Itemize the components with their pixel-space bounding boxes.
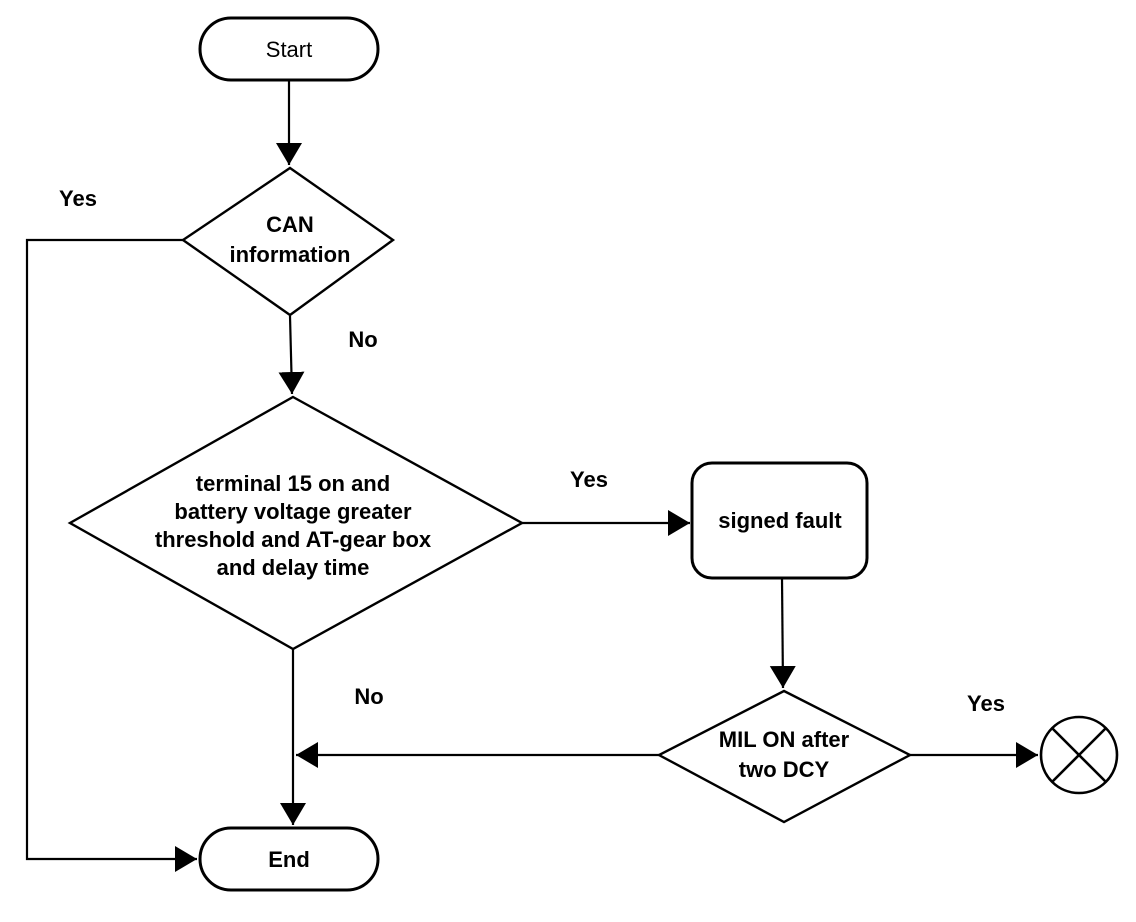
end-label: End [268, 847, 310, 872]
condition-decision-line2: battery voltage greater [174, 499, 412, 524]
edge-can-no-to-condition [278, 315, 305, 395]
condition-decision-line4: and delay time [217, 555, 370, 580]
can-decision-node: CAN information [180, 166, 396, 317]
mil-decision-shape [656, 689, 913, 824]
edge-labels: Yes No Yes No Yes [59, 186, 1005, 716]
can-decision-line2: information [230, 242, 351, 267]
edge-label-mil-yes: Yes [967, 691, 1005, 716]
signed-fault-shape [690, 461, 869, 580]
mil-decision-line1: MIL ON after [719, 727, 850, 752]
can-decision-line1: CAN [266, 212, 314, 237]
crossed-circle-connector [1039, 715, 1119, 795]
condition-decision-line1: terminal 15 on and [196, 471, 390, 496]
edge-label-can-yes: Yes [59, 186, 97, 211]
edge-label-can-no: No [348, 327, 377, 352]
connector-cross-line-2 [1051, 727, 1107, 783]
end-shape [198, 826, 380, 892]
start-label: Start [266, 37, 312, 62]
signed-fault-label: signed fault [718, 508, 842, 533]
edge-label-condition-yes: Yes [570, 467, 608, 492]
can-decision-shape [180, 166, 396, 317]
mil-decision-node: MIL ON after two DCY [656, 689, 913, 824]
edge-signedfault-to-mil [769, 577, 796, 689]
mil-decision-line2: two DCY [739, 757, 830, 782]
edges [25, 80, 1038, 872]
condition-decision-line3: threshold and AT-gear box [155, 527, 432, 552]
end-node: End [198, 826, 380, 892]
start-node: Start [198, 16, 380, 82]
edge-can-yes-to-end [25, 238, 197, 872]
signed-fault-node: signed fault [690, 461, 869, 580]
condition-decision-node: terminal 15 on and battery voltage great… [67, 395, 525, 651]
start-shape [198, 16, 380, 82]
condition-decision-shape [67, 395, 525, 651]
edge-label-condition-no: No [354, 684, 383, 709]
